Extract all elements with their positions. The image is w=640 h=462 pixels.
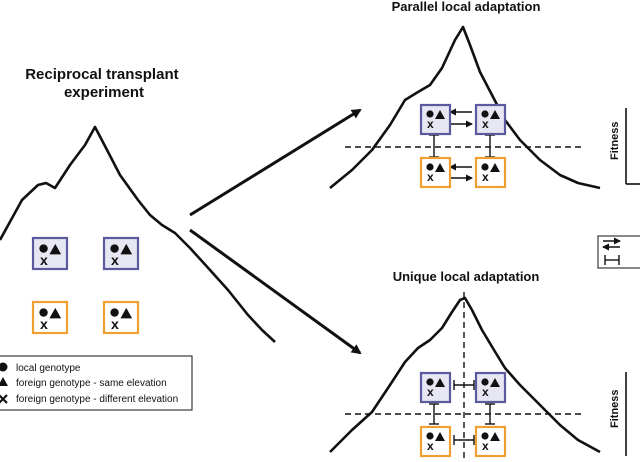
- foreign-same-triangle-icon: [490, 378, 500, 387]
- parallel-barrier-right: [485, 134, 495, 158]
- parallel-mountain: [329, 25, 601, 190]
- local-genotype-circle-icon: [481, 110, 489, 118]
- left-title: Reciprocal transplant experiment: [25, 66, 183, 101]
- legend-triangle-icon: [0, 377, 8, 386]
- left-box-high-1: x: [31, 236, 69, 271]
- foreign-different-cross-icon: x: [482, 439, 489, 453]
- local-genotype-circle-icon: [481, 378, 489, 386]
- local-genotype-circle-icon: [110, 244, 119, 253]
- unique-barrier-left-vertical: [429, 403, 439, 425]
- local-genotype-circle-icon: [426, 110, 434, 118]
- unique-box-low-1: x: [419, 425, 452, 458]
- genotype-box-frame: [419, 371, 452, 404]
- legend-circle-icon: [0, 362, 8, 372]
- parallel-box-high-1: x: [419, 103, 452, 136]
- foreign-same-triangle-icon: [490, 163, 500, 172]
- arrow-to-unique: [189, 228, 362, 355]
- genotype-box-frame: [474, 103, 507, 136]
- genotype-box-frame: [419, 103, 452, 136]
- foreign-different-cross-icon: x: [40, 316, 48, 332]
- genotype-box-frame: [474, 156, 507, 189]
- foreign-same-triangle-icon: [435, 163, 445, 172]
- unique-panel: Unique local adaptation Fitness: [329, 269, 627, 462]
- local-genotype-circle-icon: [426, 163, 434, 171]
- legend-item-foreign-different: foreign genotype - different elevation: [16, 394, 178, 405]
- foreign-different-cross-icon: x: [427, 117, 434, 131]
- parallel-box-low-2: x: [474, 156, 507, 189]
- foreign-different-cross-icon: x: [482, 170, 489, 184]
- legend-item-local: local genotype: [16, 363, 81, 374]
- genotype-box-frame: [102, 236, 140, 271]
- local-genotype-circle-icon: [110, 308, 119, 317]
- local-genotype-circle-icon: [39, 308, 48, 317]
- unique-box-high-2: x: [474, 371, 507, 404]
- parallel-barrier-left: [429, 134, 439, 158]
- legend-frame: [0, 355, 193, 411]
- foreign-different-cross-icon: x: [427, 439, 434, 453]
- genotype-box-frame: [31, 300, 69, 335]
- arrow-key-barrier-icon: [604, 255, 620, 265]
- unique-title: Unique local adaptation: [393, 269, 540, 284]
- foreign-same-triangle-icon: [120, 243, 133, 255]
- local-genotype-circle-icon: [39, 244, 48, 253]
- legend-cross-icon: [0, 394, 8, 404]
- genotype-box-frame: [474, 425, 507, 458]
- unique-box-low-2: x: [474, 425, 507, 458]
- foreign-same-triangle-icon: [49, 307, 62, 319]
- unique-barrier-upper-horizontal: [453, 380, 475, 390]
- left-title-line-1: Reciprocal transplant: [25, 66, 178, 83]
- parallel-box-high-2: x: [474, 103, 507, 136]
- unique-barrier-right-vertical: [485, 403, 495, 425]
- parallel-title: Parallel local adaptation: [392, 0, 541, 14]
- left-title-line-2: experiment: [64, 84, 144, 101]
- foreign-different-cross-icon: x: [111, 252, 119, 268]
- left-panel: Reciprocal transplant experiment: [0, 66, 276, 343]
- foreign-different-cross-icon: x: [427, 170, 434, 184]
- local-genotype-circle-icon: [481, 163, 489, 171]
- foreign-same-triangle-icon: [490, 110, 500, 119]
- unique-fitness-label: Fitness: [609, 389, 621, 428]
- genotype-box-frame: [419, 156, 452, 189]
- foreign-different-cross-icon: x: [482, 117, 489, 131]
- parallel-fitness-label: Fitness: [609, 121, 621, 160]
- genotype-box-frame: [474, 371, 507, 404]
- arrow-key-box: [597, 235, 640, 269]
- foreign-different-cross-icon: x: [111, 316, 119, 332]
- foreign-different-cross-icon: x: [40, 252, 48, 268]
- foreign-same-triangle-icon: [490, 432, 500, 441]
- unique-box-high-1: x: [419, 371, 452, 404]
- genotype-box-frame: [419, 425, 452, 458]
- foreign-same-triangle-icon: [435, 432, 445, 441]
- local-genotype-circle-icon: [426, 378, 434, 386]
- left-mountain: [0, 125, 276, 343]
- legend: local genotype foreign genotype - same e…: [0, 355, 193, 411]
- left-box-high-2: x: [102, 236, 140, 271]
- unique-mountain: [329, 296, 601, 454]
- local-genotype-circle-icon: [426, 432, 434, 440]
- foreign-same-triangle-icon: [120, 307, 133, 319]
- foreign-different-cross-icon: x: [427, 385, 434, 399]
- foreign-different-cross-icon: x: [482, 385, 489, 399]
- parallel-box-low-1: x: [419, 156, 452, 189]
- legend-item-foreign-same: foreign genotype - same elevation: [16, 378, 167, 389]
- local-genotype-circle-icon: [481, 432, 489, 440]
- foreign-same-triangle-icon: [49, 243, 62, 255]
- unique-barrier-lower-horizontal: [453, 435, 475, 445]
- left-box-low-2: x: [102, 300, 140, 335]
- left-box-low-1: x: [31, 300, 69, 335]
- foreign-same-triangle-icon: [435, 110, 445, 119]
- foreign-same-triangle-icon: [435, 378, 445, 387]
- arrow-to-parallel: [189, 108, 362, 217]
- genotype-boxes: x x x x x x x x x x x x: [31, 103, 507, 458]
